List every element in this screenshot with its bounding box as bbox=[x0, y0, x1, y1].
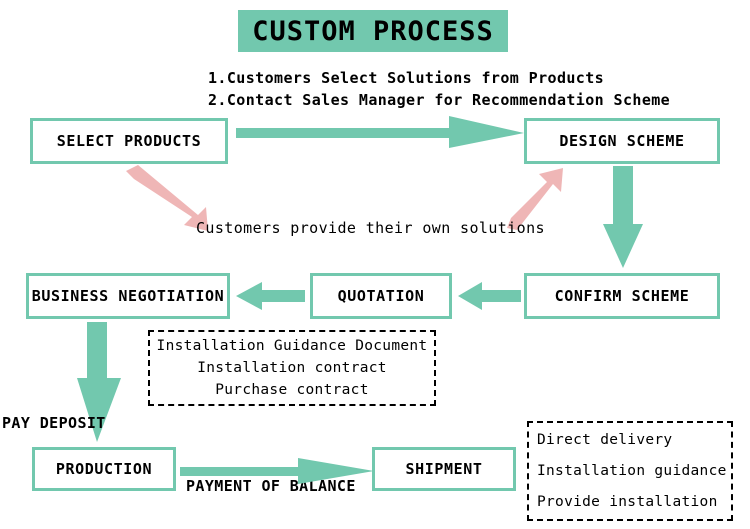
note-documents-line-3: Purchase contract bbox=[215, 382, 369, 398]
note-delivery-line-3: Provide installation bbox=[537, 493, 718, 510]
box-select-products[interactable]: SELECT PRODUCTS bbox=[30, 118, 228, 164]
intro-line-2: 2.Contact Sales Manager for Recommendati… bbox=[208, 91, 671, 109]
box-shipment-label: SHIPMENT bbox=[405, 460, 483, 478]
arrow-own-solutions-to-design-scheme-icon bbox=[505, 166, 575, 232]
box-design-scheme-label: DESIGN SCHEME bbox=[559, 132, 685, 150]
arrow-select-products-to-design-scheme-icon bbox=[236, 114, 526, 154]
box-shipment[interactable]: SHIPMENT bbox=[372, 447, 516, 491]
page-title-banner: CUSTOM PROCESS bbox=[238, 10, 508, 52]
note-documents-line-1: Installation Guidance Document bbox=[156, 338, 428, 354]
box-quotation[interactable]: QUOTATION bbox=[310, 273, 452, 319]
arrow-design-scheme-to-confirm-scheme-icon bbox=[602, 166, 644, 270]
note-documents-line-2: Installation contract bbox=[197, 360, 387, 376]
arrow-confirm-scheme-to-quotation-icon bbox=[458, 280, 522, 312]
arrow-quotation-to-business-negotiation-icon bbox=[236, 280, 306, 312]
box-production-label: PRODUCTION bbox=[55, 460, 153, 478]
box-select-products-label: SELECT PRODUCTS bbox=[56, 132, 202, 150]
note-delivery-line-2: Installation guidance bbox=[537, 462, 727, 479]
arrow-production-to-shipment-icon bbox=[180, 457, 376, 487]
label-pay-deposit: PAY DEPOSIT bbox=[2, 414, 106, 432]
note-box-delivery: Direct delivery Installation guidance Pr… bbox=[527, 421, 733, 521]
box-production[interactable]: PRODUCTION bbox=[32, 447, 176, 491]
intro-line-1: 1.Customers Select Solutions from Produc… bbox=[208, 69, 605, 87]
box-confirm-scheme-label: CONFIRM SCHEME bbox=[554, 287, 690, 305]
note-delivery-line-1: Direct delivery bbox=[537, 431, 673, 448]
box-confirm-scheme[interactable]: CONFIRM SCHEME bbox=[524, 273, 720, 319]
box-design-scheme[interactable]: DESIGN SCHEME bbox=[524, 118, 720, 164]
label-customers-own-solutions: Customers provide their own solutions bbox=[196, 219, 545, 237]
label-payment-of-balance: PAYMENT OF BALANCE bbox=[186, 477, 356, 495]
note-box-documents: Installation Guidance Document Installat… bbox=[148, 330, 436, 406]
arrow-business-negotiation-to-production-icon bbox=[75, 322, 123, 444]
page-title: CUSTOM PROCESS bbox=[252, 15, 494, 47]
box-business-negotiation[interactable]: BUSINESS NEGOTIATION bbox=[26, 273, 230, 319]
box-quotation-label: QUOTATION bbox=[337, 287, 425, 305]
box-business-negotiation-label: BUSINESS NEGOTIATION bbox=[31, 287, 225, 305]
arrow-select-products-to-own-solutions-icon bbox=[124, 165, 214, 235]
